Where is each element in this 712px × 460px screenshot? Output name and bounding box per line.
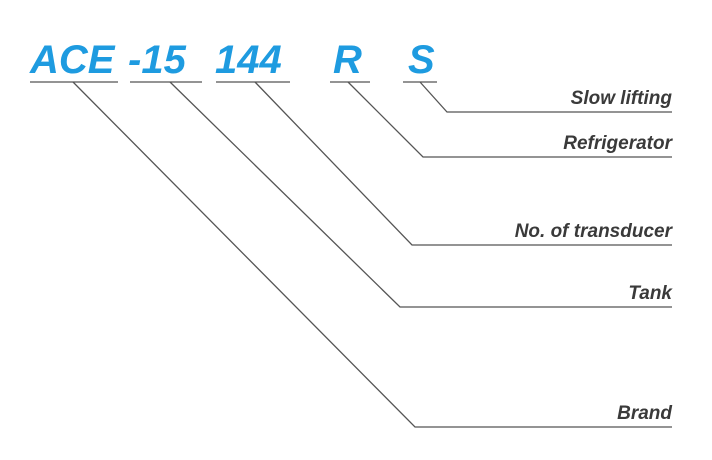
- leader-refrigerator: [347, 81, 672, 158]
- leader-slow-lifting: [419, 81, 672, 113]
- label-tank: Tank: [628, 283, 673, 304]
- leader-transducer: [254, 81, 672, 246]
- code-segment-tank: -15: [128, 38, 187, 82]
- code-segment-slow-lifting: S: [408, 38, 435, 82]
- label-slow-lifting: Slow lifting: [571, 88, 673, 109]
- label-brand: Brand: [617, 403, 672, 424]
- leader-brand: [72, 81, 672, 428]
- code-segment-transducer: 144: [215, 38, 282, 82]
- code-segment-refrigerator: R: [333, 38, 362, 82]
- label-refrigerator: Refrigerator: [563, 133, 673, 154]
- code-segment-brand: ACE: [29, 38, 116, 82]
- label-transducer: No. of transducer: [515, 221, 674, 242]
- leader-tank: [169, 81, 672, 308]
